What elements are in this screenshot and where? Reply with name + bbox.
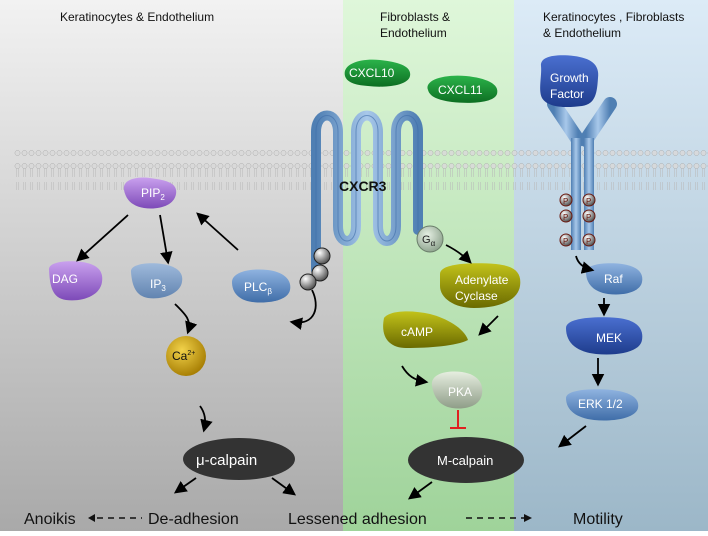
mu-calpain-node: [183, 438, 295, 480]
svg-text:P: P: [586, 197, 591, 206]
mek-label: MEK: [596, 331, 622, 345]
left-pathway-arrows: [76, 212, 317, 496]
outcome-motility: Motility: [573, 511, 623, 528]
cxcr3-receptor: [311, 110, 423, 275]
plc-shape: [232, 269, 291, 303]
g-protein-ball: [311, 264, 329, 282]
erk-shape: [566, 389, 639, 421]
cxcl10-shape: [344, 59, 411, 87]
svg-text:P: P: [563, 237, 568, 246]
middle-pathway-arrows: [401, 244, 499, 500]
svg-text:P: P: [563, 197, 568, 206]
middle-panel-header-line1: Fibroblasts &: [380, 10, 450, 24]
ip3-shape: [130, 263, 183, 299]
dag-shape: [48, 261, 103, 301]
g-alpha-node: [416, 225, 444, 253]
cxcr3-label: CXCR3: [339, 178, 387, 194]
pka-shape: [431, 371, 483, 409]
growth-factor-label-line2: Factor: [550, 87, 584, 101]
calcium-node: [166, 336, 206, 376]
growth-factor-label-line1: Growth: [550, 71, 589, 85]
dag-label: DAG: [52, 272, 78, 286]
m-calpain-node: [408, 437, 524, 483]
raf-shape: [586, 263, 643, 295]
camp-shape: [383, 311, 468, 348]
m-calpain-label: M-calpain: [437, 453, 493, 468]
left-panel-header: Keratinocytes & Endothelium: [60, 10, 214, 24]
cxcl10-label: CXCL10: [349, 66, 395, 80]
svg-text:P: P: [586, 213, 591, 222]
pip2-shape: [123, 177, 177, 209]
g-alpha-label: Gα: [422, 234, 436, 248]
pip2-label: PIP2: [141, 186, 165, 202]
svg-text:P: P: [563, 213, 568, 222]
right-panel-header-line1: Keratinocytes , Fibroblasts: [543, 10, 684, 24]
outcome-lessened-adhesion: Lessened adhesion: [288, 511, 427, 528]
motility-dashed-arrow: [466, 514, 532, 522]
cxcl11-label: CXCL11: [438, 83, 483, 97]
g-protein-ball: [313, 247, 331, 265]
anoikis-dashed-arrow: [88, 514, 142, 522]
middle-panel-header-line2: Endothelium: [380, 26, 447, 40]
plc-label: PLCβ: [244, 280, 272, 296]
raf-label: Raf: [604, 272, 623, 286]
adenylate-cyclase-shape: [440, 263, 521, 308]
svg-text:P: P: [586, 237, 591, 246]
right-panel-header-line2: & Endothelium: [543, 26, 621, 40]
phospho-groups: P P P P P P: [559, 193, 596, 247]
mu-calpain-label: μ-calpain: [196, 452, 257, 469]
pka-inhibition-mark: [450, 410, 466, 429]
ip3-label: IP3: [150, 277, 166, 293]
camp-label: cAMP: [401, 325, 433, 339]
cxcl11-shape: [427, 75, 498, 103]
mek-shape: [566, 317, 643, 355]
outcome-de-adhesion: De-adhesion: [148, 511, 239, 528]
growth-factor-shape: [540, 55, 599, 108]
pka-label: PKA: [448, 385, 472, 399]
erk-label: ERK 1/2: [578, 397, 623, 411]
g-protein-ball: [299, 273, 317, 291]
calcium-label: Ca2+: [172, 349, 195, 363]
adenylate-cyclase-label-line2: Cyclase: [455, 289, 498, 303]
right-pathway-arrows: [558, 255, 611, 448]
adenylate-cyclase-label-line1: Adenylate: [455, 273, 509, 287]
outcome-anoikis: Anoikis: [24, 511, 76, 528]
